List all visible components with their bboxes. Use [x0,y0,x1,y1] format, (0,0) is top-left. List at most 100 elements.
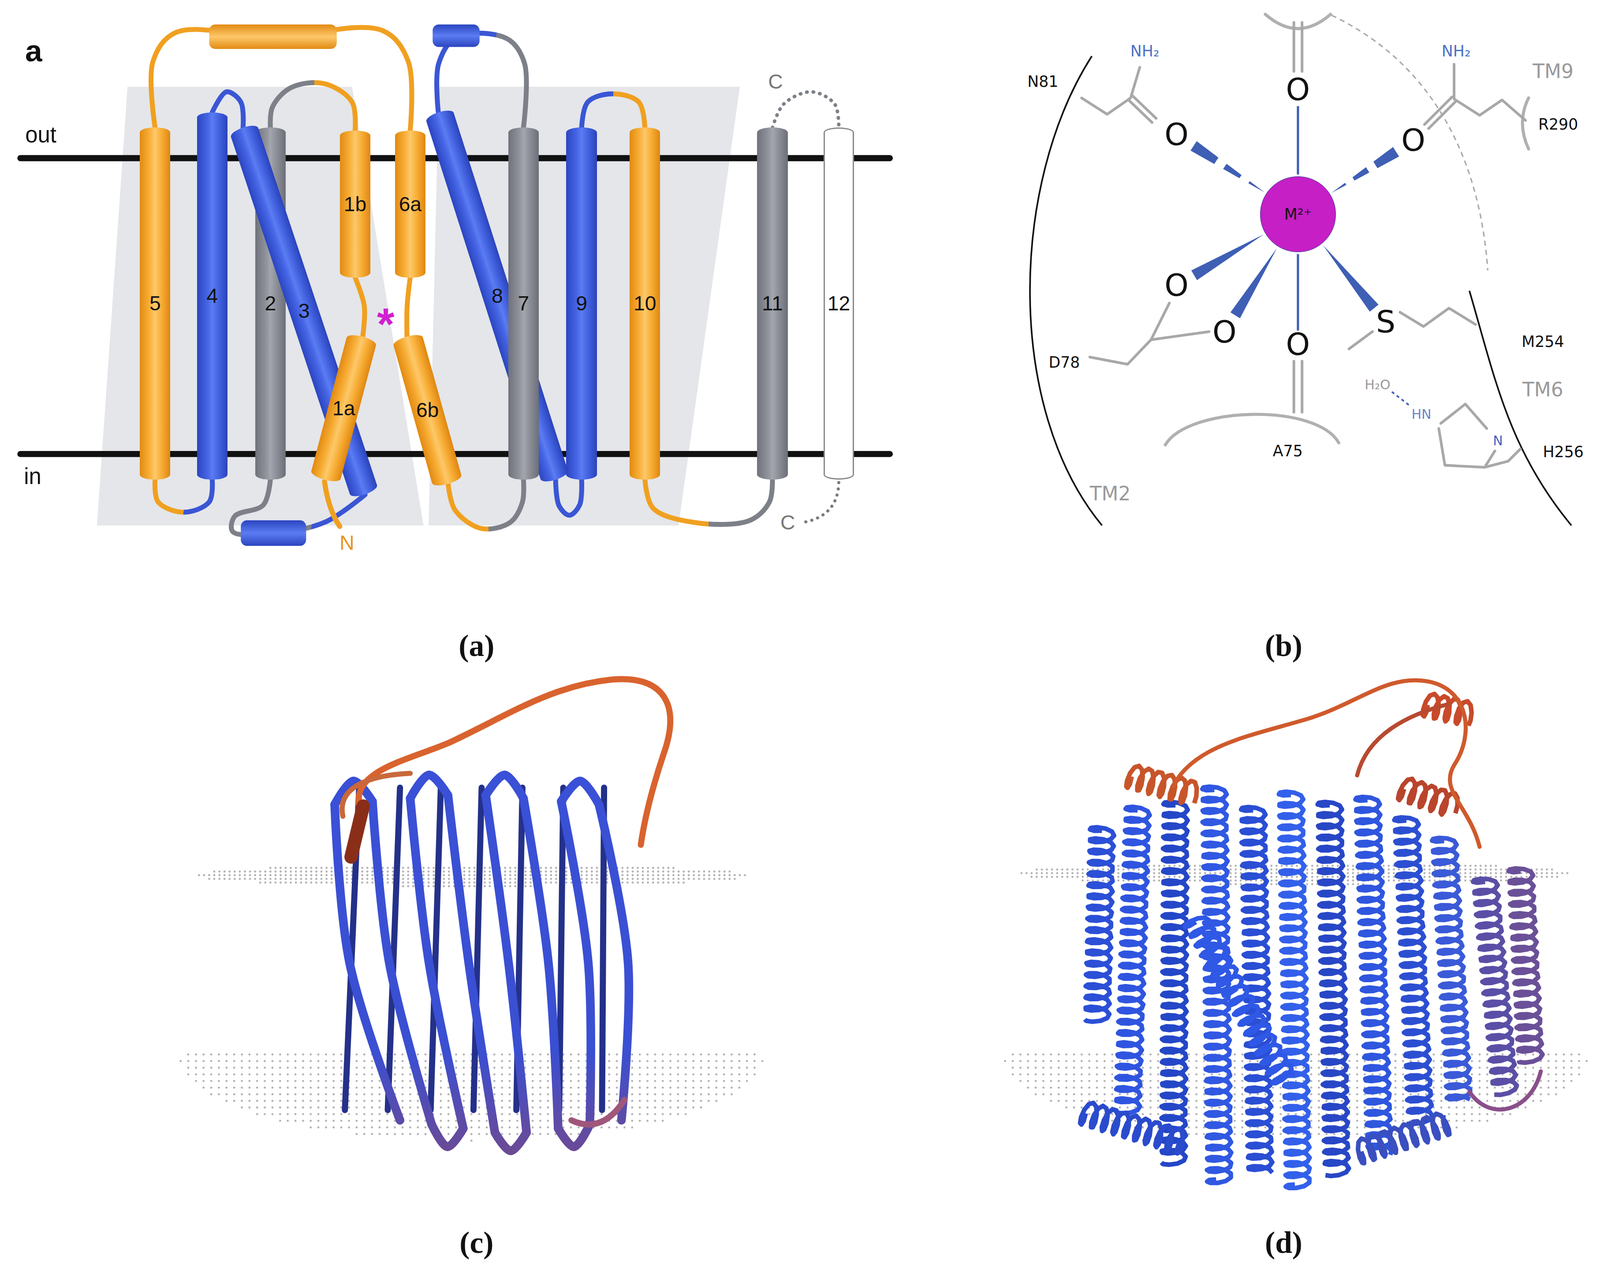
membrane-plane [1080,1080,1083,1083]
membrane-plane [1463,1100,1466,1103]
membrane-plane [1432,1100,1435,1103]
membrane-plane [692,877,695,881]
membrane-plane [473,877,476,881]
membrane-plane [202,1053,205,1056]
membrane-plane [463,874,466,877]
membrane-plane [1057,1053,1060,1056]
membrane-plane [723,870,726,873]
membrane-plane [1049,1086,1052,1090]
membrane-plane [256,1106,259,1109]
membrane-plane [401,1093,404,1096]
membrane-plane [638,1053,642,1056]
membrane-plane [213,870,216,873]
membrane-plane [630,1126,634,1129]
membrane-plane [253,874,257,877]
membrane-plane [1156,1086,1160,1090]
membrane-plane [516,1133,519,1136]
membrane-plane [1394,1093,1397,1096]
membrane-plane [630,1073,634,1076]
membrane-plane [677,877,680,881]
membrane-plane [294,874,298,877]
membrane-plane [202,1080,205,1083]
membrane-plane [324,1093,328,1096]
loop-ribbon [358,679,671,846]
membrane-plane [243,870,247,873]
membrane-plane [544,874,548,877]
membrane-plane [1577,1060,1581,1063]
loop-ribbon [350,805,364,858]
membrane-plane [684,1060,687,1063]
membrane-plane [355,1060,358,1063]
membrane-plane [544,870,548,873]
membrane-plane [309,1100,312,1103]
membrane-plane [730,1053,733,1056]
membrane-plane [1149,1073,1152,1076]
membrane-plane [503,870,507,873]
membrane-plane [279,1113,282,1116]
membrane-plane [439,1126,442,1129]
membrane-plane [179,1060,182,1063]
membrane-plane [738,874,742,877]
membrane-plane [325,870,328,873]
membrane-plane [1432,1066,1435,1070]
membrane-plane [294,1119,297,1123]
membrane-plane [447,1113,450,1116]
membrane-plane [1034,1086,1037,1090]
membrane-plane [378,1100,381,1103]
membrane-plane [355,1073,358,1076]
side-chain [1454,98,1526,121]
membrane-plane [1057,1093,1060,1096]
side-chain [1081,22,1526,468]
membrane-plane [1394,1053,1397,1056]
membrane-plane [730,1086,733,1090]
membrane-plane [1080,1060,1083,1063]
membrane-plane [661,1119,664,1123]
membrane-plane [1333,1066,1336,1070]
membrane-plane [1249,1093,1252,1096]
membrane-plane [1555,1066,1558,1070]
membrane-plane [682,870,685,873]
membrane-plane [493,1073,496,1076]
membrane-plane [468,877,471,881]
membrane-plane [447,1093,450,1096]
membrane-plane [1486,1100,1489,1103]
membrane-plane [630,1119,634,1123]
membrane-plane [317,1053,320,1056]
membrane-plane [646,1066,649,1070]
membrane-plane [1501,1086,1504,1090]
membrane-plane [662,874,665,877]
membrane-plane [256,1066,259,1070]
membrane-plane [661,1113,664,1116]
membrane-plane [646,1086,649,1090]
membrane-plane [240,1100,243,1103]
membrane-plane [1470,1060,1474,1063]
membrane-plane [1156,1100,1160,1103]
membrane-plane [687,870,690,873]
membrane-plane [347,1119,351,1123]
membrane-plane [723,1086,726,1090]
membrane-plane [317,1106,320,1109]
membrane-plane [332,1093,335,1096]
membrane-plane [286,1100,289,1103]
membrane-plane [302,1073,305,1076]
coordination-bond [1190,141,1219,165]
membrane-plane [630,1086,634,1090]
membrane-plane [424,1073,427,1076]
membrane-plane [638,1080,642,1083]
membrane-plane [279,870,282,873]
membrane-plane [194,1066,198,1070]
membrane-plane [406,866,410,869]
membrane-plane [332,1106,335,1109]
membrane-plane [274,874,277,877]
membrane-plane [473,885,476,888]
membrane-plane [653,1113,657,1116]
membrane-plane [615,1053,619,1056]
membrane-plane [500,1113,504,1116]
membrane-plane [531,1133,534,1136]
membrane-plane [508,1060,511,1063]
membrane-plane [477,1113,481,1116]
membrane-plane [1088,1086,1091,1090]
membrane-plane [544,877,548,881]
membrane-plane [447,881,451,884]
membrane-plane [546,1060,549,1063]
